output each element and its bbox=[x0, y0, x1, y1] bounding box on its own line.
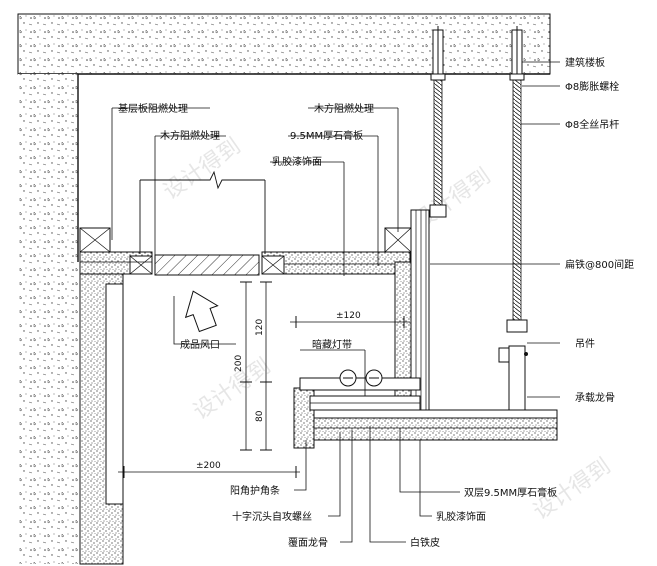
airflow-arrow bbox=[184, 290, 219, 333]
threaded-rod-right bbox=[512, 79, 522, 321]
label-galvanized-sheet: 白铁皮 bbox=[410, 536, 440, 549]
lower-ceiling bbox=[293, 377, 558, 449]
light-strip-fixtures bbox=[339, 369, 383, 387]
dim-80-vertical: 80 bbox=[255, 410, 265, 422]
label-building-slab: 建筑楼板 bbox=[565, 56, 605, 69]
threaded-rod-left bbox=[433, 79, 443, 211]
watermark: 设计得到 设计得到 设计得到 设计得到 bbox=[159, 134, 615, 525]
label-hanger: 吊件 bbox=[575, 338, 595, 350]
leader-lines bbox=[111, 61, 560, 543]
label-threaded-rod: Φ8全丝吊杆 bbox=[565, 118, 619, 131]
label-latex-paint-top: 乳胶漆饰面 bbox=[272, 155, 322, 168]
break-line bbox=[139, 170, 266, 254]
label-base-board-fire: 基层板阻燃处理 bbox=[118, 102, 188, 115]
left-wall bbox=[18, 74, 124, 565]
watermark-text: 设计得到 bbox=[159, 134, 245, 205]
label-flat-iron: 扁铁@800间距 bbox=[565, 258, 634, 271]
hanger-assembly bbox=[498, 319, 528, 411]
building-slab bbox=[17, 13, 551, 75]
dim-200-vertical: 200 bbox=[234, 355, 244, 372]
label-cover-keel: 覆面龙骨 bbox=[288, 536, 328, 549]
label-air-outlet: 成品风口 bbox=[180, 339, 220, 351]
dim-120-horizontal: ±120 bbox=[336, 311, 361, 321]
ceiling-drop bbox=[394, 204, 447, 413]
label-gypsum-95: 9.5MM厚石膏板 bbox=[290, 129, 363, 142]
dim-200-horizontal: ±200 bbox=[196, 461, 221, 471]
label-timber-fire-left: 木方阻燃处理 bbox=[160, 129, 220, 142]
label-hidden-light: 暗藏灯带 bbox=[312, 338, 352, 351]
label-cross-screw: 十字沉头自攻螺丝 bbox=[232, 510, 312, 523]
label-timber-fire-right: 木方阻燃处理 bbox=[314, 102, 374, 115]
label-latex-paint-bottom: 乳胶漆饰面 bbox=[436, 510, 486, 523]
expansion-bolt-left bbox=[430, 26, 446, 81]
label-corner-guard: 阳角护角条 bbox=[230, 484, 280, 497]
dim-120-vertical: 120 bbox=[255, 319, 265, 336]
label-main-keel: 承载龙骨 bbox=[575, 391, 615, 404]
label-expansion-bolt: Φ8膨胀螺栓 bbox=[565, 80, 619, 93]
dimension-lines bbox=[118, 281, 410, 478]
upper-ceiling-band bbox=[79, 227, 412, 276]
label-double-gypsum: 双层9.5MM厚石膏板 bbox=[464, 486, 557, 499]
expansion-bolt-right bbox=[509, 26, 525, 81]
